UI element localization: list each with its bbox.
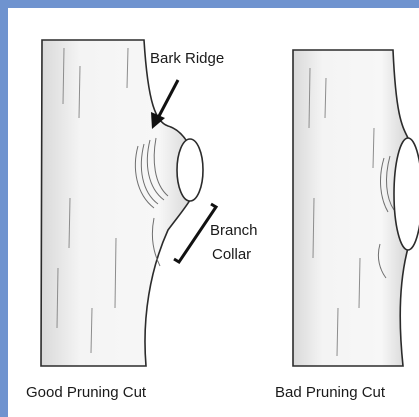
good-cut-caption: Good Pruning Cut [26, 384, 146, 402]
pruning-illustration [8, 8, 419, 417]
bark-ridge-arrow [151, 80, 178, 129]
diagram-canvas: Bark Ridge Branch Collar Good Pruning Cu… [8, 8, 419, 417]
bark-ridge-label: Bark Ridge [150, 50, 224, 68]
branch-collar-label-line1: Branch [210, 222, 258, 240]
good-cut-wound-oval [177, 139, 203, 201]
bad-cut-caption: Bad Pruning Cut [275, 384, 385, 402]
bad-cut-wound-oval [394, 138, 419, 250]
bad-cut-trunk [293, 50, 411, 366]
branch-collar-label-line2: Collar [212, 246, 251, 264]
